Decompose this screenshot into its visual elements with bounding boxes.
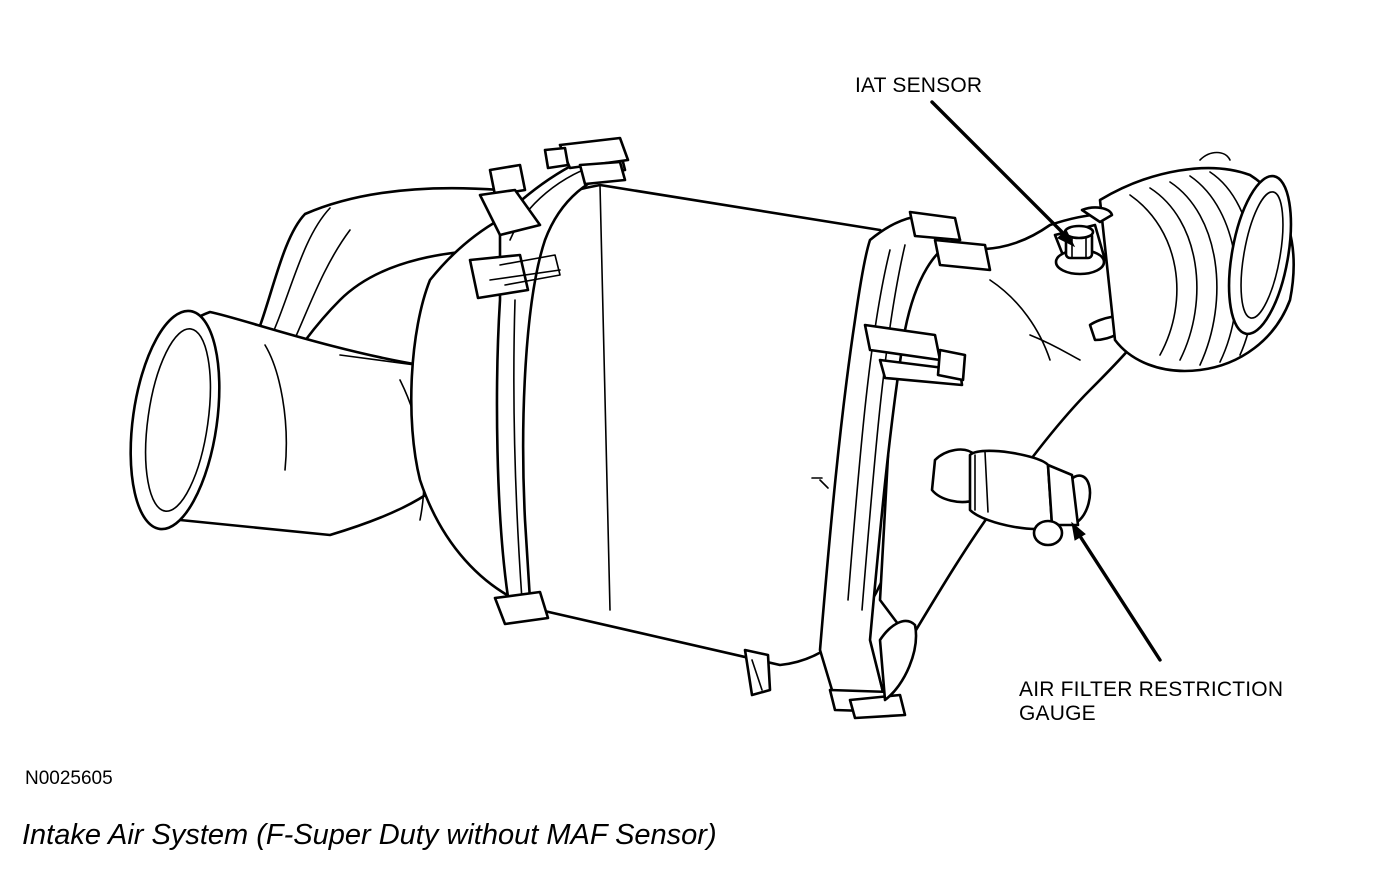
- leader-restriction-gauge: [1071, 521, 1162, 662]
- inlet-funnel: [129, 309, 457, 537]
- right-clamp-band: [818, 210, 992, 720]
- left-clamp-band: [468, 136, 630, 626]
- iat-sensor-label: IAT SENSOR: [855, 74, 983, 97]
- leader-iat-sensor: [930, 100, 1076, 248]
- restriction-gauge-label-line-1: AIR FILTER RESTRICTION: [1019, 678, 1284, 701]
- outlet-boot: [1098, 151, 1295, 373]
- restriction-gauge-label-line-2: GAUGE: [1019, 702, 1096, 725]
- air-filter-restriction-gauge: [930, 448, 1092, 547]
- cover-lip: [878, 619, 918, 702]
- restriction-gauge-label: AIR FILTER RESTRICTION GAUGE: [1019, 678, 1283, 726]
- figure-code: N0025605: [25, 768, 113, 789]
- drain-tab: [743, 648, 772, 697]
- figure-caption: Intake Air System (F-Super Duty without …: [22, 819, 717, 851]
